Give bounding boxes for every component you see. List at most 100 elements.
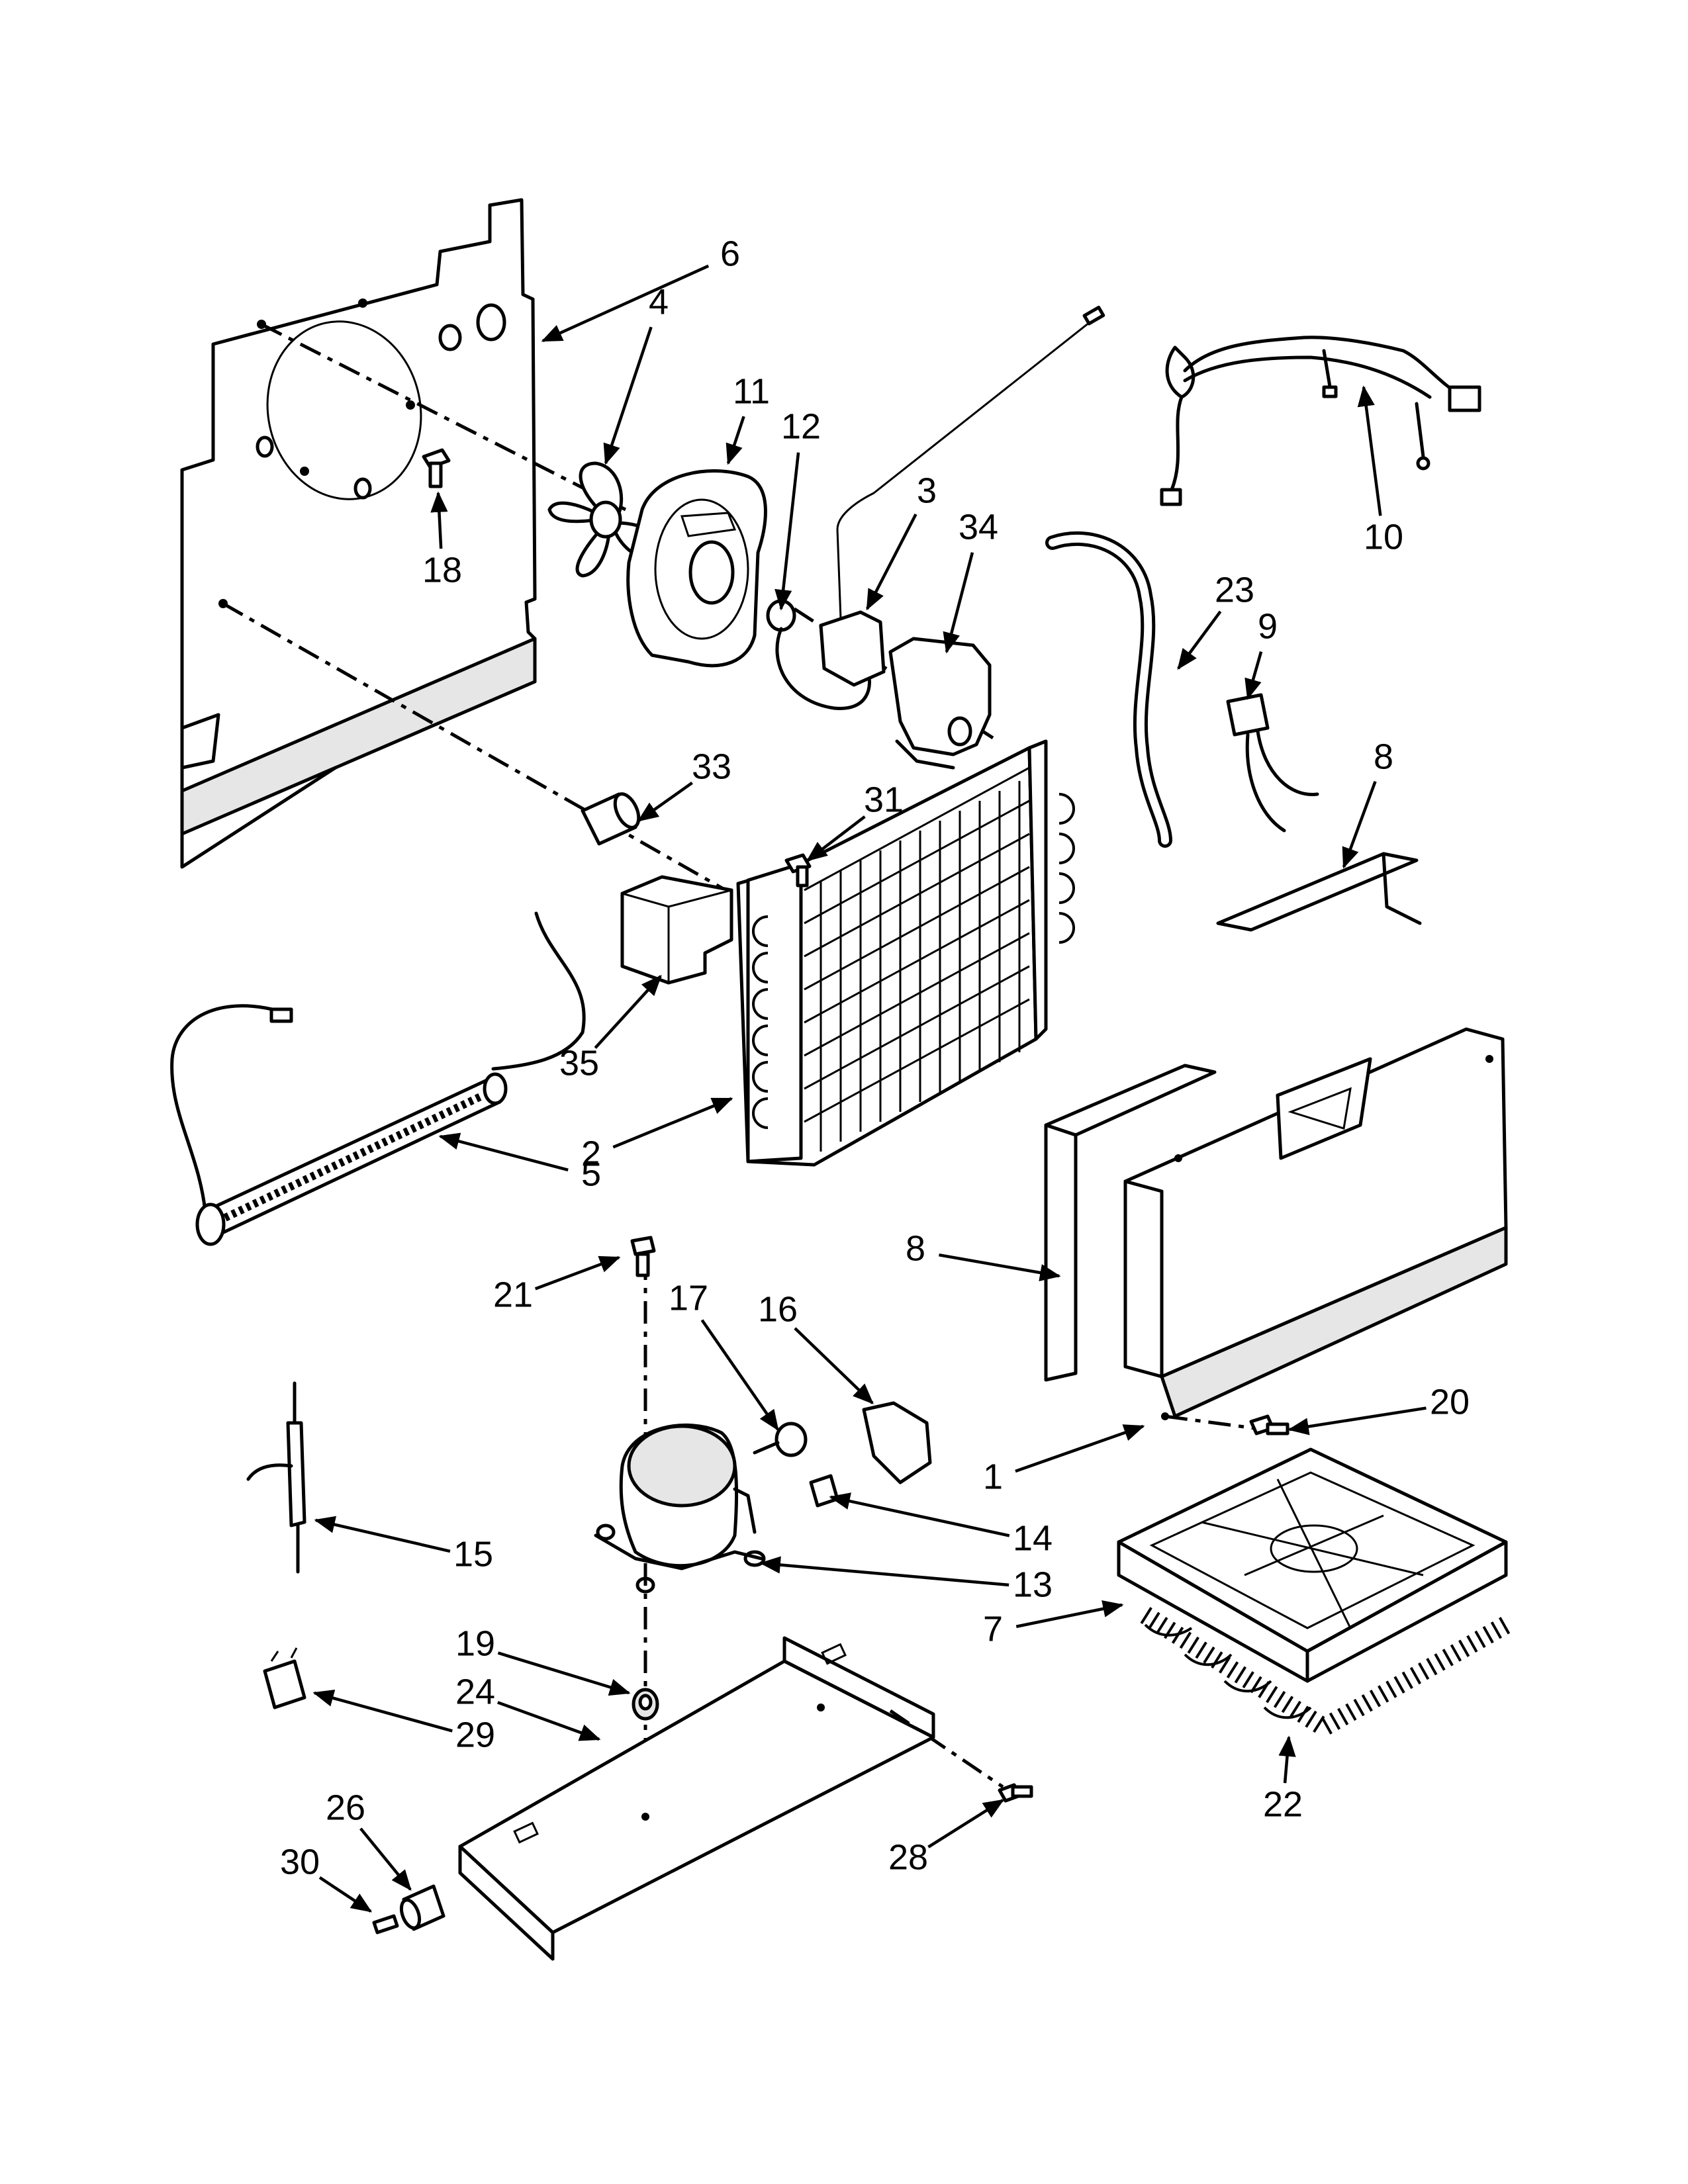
evaporator-cover	[1123, 1027, 1508, 1420]
assembly-axis-screw-20	[1164, 1414, 1265, 1432]
callout-label-19: 19	[455, 1623, 495, 1663]
callout-leader-8	[1342, 781, 1377, 869]
drier	[246, 1381, 306, 1574]
callout-leader-3	[865, 513, 917, 611]
callout-leader-34	[943, 552, 974, 654]
fan-shroud	[626, 469, 767, 668]
callout-label-30: 30	[280, 1842, 320, 1882]
evaporator-fan-motor	[766, 305, 1105, 710]
callout-label-28: 28	[888, 1837, 928, 1877]
callout-leader-2	[612, 1097, 733, 1149]
callout-label-11: 11	[733, 371, 770, 411]
screw-28	[998, 1783, 1033, 1803]
callout-label-22: 22	[1263, 1784, 1303, 1824]
callout-label-33: 33	[692, 747, 731, 786]
screw-31	[784, 853, 812, 887]
callout-leader-31	[806, 815, 866, 862]
mounting-panel	[180, 198, 537, 869]
screw-20	[1249, 1414, 1289, 1435]
callout-leader-5	[438, 1132, 569, 1172]
callout-leader-1	[1015, 1424, 1145, 1473]
callout-label-35: 35	[559, 1043, 599, 1083]
relay-cover	[862, 1401, 932, 1484]
callout-leader-21	[534, 1255, 621, 1291]
callout-leaders	[312, 264, 1427, 1913]
drain-pan	[1117, 1447, 1508, 1683]
callout-leader-4	[603, 326, 653, 465]
callout-leader-30	[318, 1876, 373, 1913]
screw-21	[630, 1236, 656, 1277]
callout-label-21: 21	[493, 1275, 533, 1314]
evaporator	[736, 739, 1075, 1167]
callout-label-8: 8	[906, 1228, 925, 1268]
callout-leader-22	[1278, 1735, 1296, 1784]
callout-label-26: 26	[326, 1788, 365, 1827]
callout-leader-10	[1357, 385, 1382, 516]
callout-leader-33	[637, 781, 693, 822]
callout-label-3: 3	[917, 471, 937, 510]
screw-18	[422, 448, 451, 488]
motor-bracket	[888, 637, 992, 770]
callout-label-17: 17	[669, 1278, 708, 1318]
callout-label-1: 1	[983, 1457, 1003, 1496]
callout-label-6: 6	[720, 234, 740, 273]
callout-label-13: 13	[1013, 1565, 1053, 1604]
callout-leader-15	[314, 1516, 451, 1553]
callout-label-12: 12	[781, 406, 821, 446]
evaporator-fins	[804, 766, 1030, 1152]
start-relay	[809, 1474, 839, 1508]
grommet-26	[399, 1884, 445, 1931]
callout-leader-17	[700, 1319, 779, 1432]
callout-label-5: 5	[581, 1154, 601, 1193]
callout-leader-12	[774, 452, 800, 611]
overload-protector	[753, 1422, 808, 1457]
callout-leader-29	[312, 1690, 453, 1733]
callout-label-23: 23	[1215, 570, 1254, 610]
callout-label-4: 4	[649, 282, 669, 322]
callout-leader-13	[759, 1556, 1009, 1587]
callout-label-20: 20	[1430, 1382, 1470, 1422]
callout-label-14: 14	[1013, 1518, 1053, 1558]
callout-leader-7	[1015, 1600, 1124, 1628]
callout-leader-20	[1288, 1406, 1427, 1435]
callout-label-18: 18	[422, 550, 462, 590]
assembly-axis-fan	[260, 322, 627, 512]
callout-leader-23	[1177, 610, 1222, 670]
cover-35	[620, 875, 733, 985]
sleeve-30	[372, 1914, 399, 1934]
callout-label-24: 24	[455, 1672, 495, 1711]
callout-label-31: 31	[864, 780, 904, 819]
callout-leader-6	[541, 264, 710, 343]
callout-leader-11	[726, 416, 745, 465]
callout-leader-35	[594, 975, 662, 1049]
callout-leader-28	[927, 1799, 1005, 1848]
callout-leader-18	[430, 491, 448, 549]
callout-label-7: 7	[983, 1609, 1003, 1649]
grommet-19	[632, 1688, 659, 1721]
callout-label-16: 16	[758, 1289, 798, 1329]
drain-liner	[1044, 852, 1422, 1382]
defrost-heater	[170, 911, 586, 1246]
wire-harness	[1160, 336, 1481, 506]
spacer-33	[581, 792, 641, 846]
callout-label-34: 34	[959, 507, 998, 547]
callout-leader-9	[1244, 651, 1263, 700]
capacitor	[263, 1647, 306, 1709]
callout-label-15: 15	[453, 1534, 493, 1574]
compressor-base	[458, 1636, 935, 1961]
callout-label-9: 9	[1258, 606, 1278, 646]
callout-leader-24	[497, 1701, 601, 1741]
compressor	[594, 1424, 766, 1594]
defrost-thermostat	[1226, 693, 1319, 833]
callout-label-29: 29	[455, 1715, 495, 1754]
callout-leader-26	[359, 1827, 412, 1891]
condenser-coil	[1140, 1607, 1511, 1739]
callout-leader-14	[829, 1492, 1010, 1537]
evaporator-return-bends	[752, 793, 1075, 1129]
callout-label-8: 8	[1374, 737, 1393, 776]
callout-leader-16	[794, 1327, 874, 1404]
callout-label-10: 10	[1364, 517, 1403, 557]
callout-leader-8	[939, 1253, 1061, 1281]
assembly-axis-spacer	[222, 602, 733, 895]
